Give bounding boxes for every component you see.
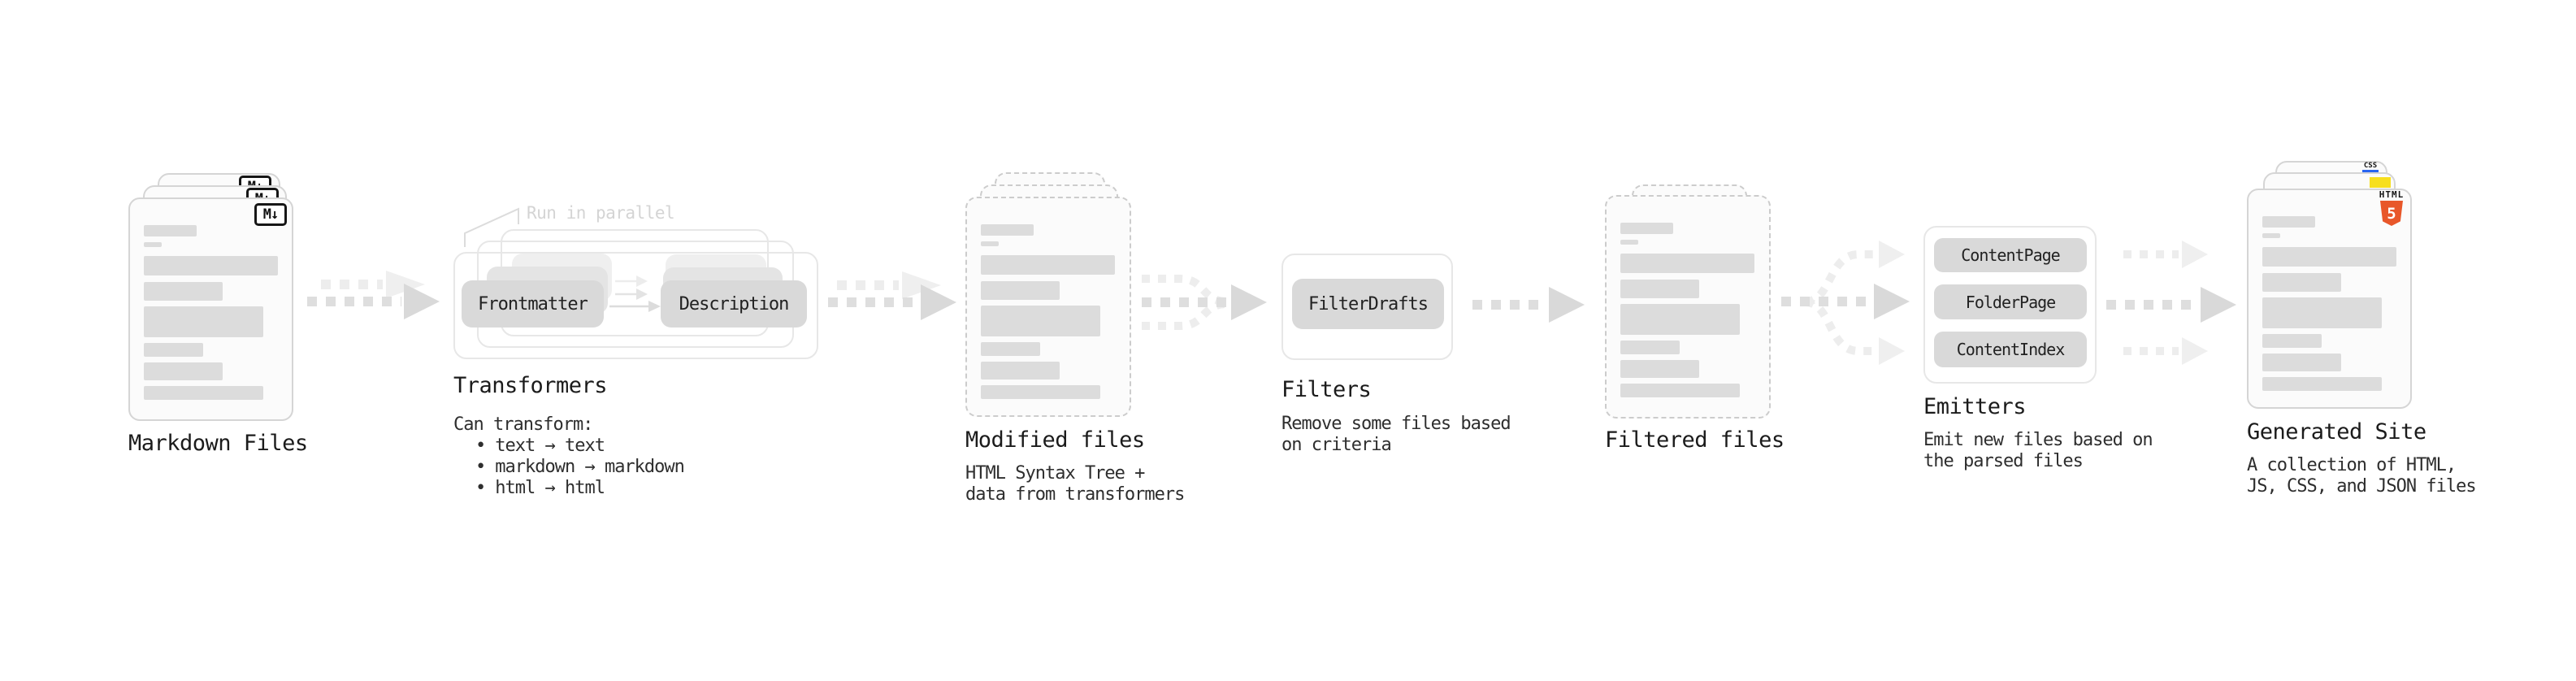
- placeholder-text-bar: [1620, 304, 1740, 335]
- placeholder-text-bar: [981, 224, 1034, 236]
- bullet-text: html → html: [495, 478, 605, 498]
- frontmatter-button: Frontmatter: [462, 280, 604, 327]
- desc-line: on criteria: [1281, 435, 1392, 455]
- arrow-emitters-to-generated: [2106, 241, 2236, 365]
- desc-bullet: • text → text: [453, 436, 684, 457]
- desc-bullet: • markdown → markdown: [453, 457, 685, 478]
- file-card-front: [2247, 189, 2412, 409]
- stage-label-filters: Filters: [1281, 377, 1372, 402]
- transformer-parallel-arrows: [609, 275, 661, 312]
- placeholder-text-bar: [2262, 216, 2315, 228]
- placeholder-text-bar: [1620, 360, 1699, 378]
- placeholder-text-bar: [2262, 233, 2280, 238]
- contentpage-button: ContentPage: [1934, 238, 2087, 272]
- placeholder-text-bar: [144, 362, 223, 380]
- stage-label-filtered-files: Filtered files: [1605, 427, 1785, 453]
- transformers-description: Can transform: • text → text • markdown …: [453, 414, 685, 499]
- desc-line: Remove some files based: [1281, 414, 1511, 434]
- placeholder-text-bar: [981, 342, 1040, 356]
- placeholder-text-bar: [144, 306, 263, 337]
- filterdrafts-button: FilterDrafts: [1292, 279, 1444, 329]
- folderpage-button: FolderPage: [1934, 284, 2087, 319]
- arrow-filters-to-filtered: [1472, 287, 1585, 323]
- placeholder-text-bar: [1620, 340, 1680, 354]
- placeholder-text-bar: [981, 385, 1100, 399]
- placeholder-text-bar: [144, 225, 197, 236]
- placeholder-text-bar: [144, 256, 278, 275]
- placeholder-text-bar: [981, 281, 1060, 300]
- emitters-box: [1923, 226, 2097, 384]
- placeholder-text-bar: [981, 306, 1100, 336]
- stage-label-transformers: Transformers: [453, 373, 608, 398]
- placeholder-text-bar: [144, 343, 203, 357]
- placeholder-text-bar: [144, 386, 263, 400]
- transformers-box-front: [453, 252, 818, 359]
- html5-shield-number: 5: [2387, 204, 2396, 223]
- desc-line: A collection of HTML,: [2247, 455, 2457, 475]
- placeholder-text-bar: [981, 241, 999, 246]
- stage-label-modified-files: Modified files: [965, 427, 1145, 453]
- html5-icon: HTML 5: [2369, 190, 2414, 228]
- html5-shield-icon: 5: [2380, 201, 2403, 226]
- placeholder-text-bar: [1620, 223, 1673, 234]
- css-icon-text: CSS: [2363, 162, 2378, 170]
- arrow-transformers-to-modified: [828, 271, 956, 320]
- run-in-parallel-callout-line: [464, 207, 519, 247]
- description-button: Description: [661, 280, 807, 327]
- filters-box: [1281, 254, 1453, 360]
- desc-line: data from transformers: [965, 484, 1185, 505]
- placeholder-text-bar: [2262, 247, 2396, 267]
- css-icon-bar: [2362, 170, 2379, 173]
- desc-heading: Can transform:: [453, 414, 593, 435]
- placeholder-text-bar: [2262, 354, 2341, 371]
- placeholder-text-bar: [144, 282, 223, 301]
- placeholder-text-bar: [144, 242, 162, 247]
- css-icon: CSS: [2358, 163, 2383, 174]
- placeholder-text-bar: [1620, 280, 1699, 298]
- file-card-front: [1605, 195, 1771, 419]
- modified-files-description: HTML Syntax Tree + data from transformer…: [965, 463, 1185, 505]
- placeholder-text-bar: [981, 255, 1115, 275]
- stage-label-markdown-files: Markdown Files: [128, 431, 308, 456]
- bullet-dot: •: [475, 457, 486, 477]
- desc-line: Emit new files based on: [1923, 430, 2153, 450]
- stage-label-generated-site: Generated Site: [2247, 419, 2426, 445]
- placeholder-text-bar: [2262, 334, 2322, 348]
- generated-site-description: A collection of HTML, JS, CSS, and JSON …: [2247, 455, 2477, 497]
- placeholder-text-bar: [2262, 377, 2382, 391]
- placeholder-text-bar: [1620, 254, 1754, 273]
- stage-label-emitters: Emitters: [1923, 394, 2027, 419]
- arrow-modified-to-filters: [1142, 275, 1267, 330]
- bullet-text: markdown → markdown: [495, 457, 685, 477]
- javascript-icon: [2370, 177, 2391, 188]
- desc-bullet: • html → html: [453, 478, 684, 499]
- placeholder-text-bar: [2262, 297, 2382, 328]
- desc-line: the parsed files: [1923, 451, 2084, 471]
- desc-line: JS, CSS, and JSON files: [2247, 476, 2477, 497]
- filters-description: Remove some files based on criteria: [1281, 414, 1511, 456]
- file-card-front: [128, 197, 293, 421]
- contentindex-button: ContentIndex: [1934, 332, 2087, 367]
- bullet-dot: •: [475, 436, 486, 456]
- placeholder-text-bar: [1620, 240, 1638, 245]
- file-card-front: [965, 197, 1131, 417]
- bullet-text: text → text: [495, 436, 605, 456]
- emitters-description: Emit new files based on the parsed files: [1923, 430, 2153, 472]
- placeholder-text-bar: [981, 362, 1060, 380]
- placeholder-text-bar: [1620, 384, 1740, 397]
- desc-line: HTML Syntax Tree +: [965, 463, 1145, 484]
- run-in-parallel-note: Run in parallel: [527, 203, 675, 223]
- arrow-markdown-to-transformers: [307, 271, 440, 319]
- html5-icon-text: HTML: [2379, 189, 2405, 200]
- arrow-filtered-to-emitters: [1781, 241, 1910, 365]
- markdown-icon: M↓: [254, 203, 287, 226]
- placeholder-text-bar: [2262, 273, 2341, 292]
- bullet-dot: •: [475, 478, 486, 498]
